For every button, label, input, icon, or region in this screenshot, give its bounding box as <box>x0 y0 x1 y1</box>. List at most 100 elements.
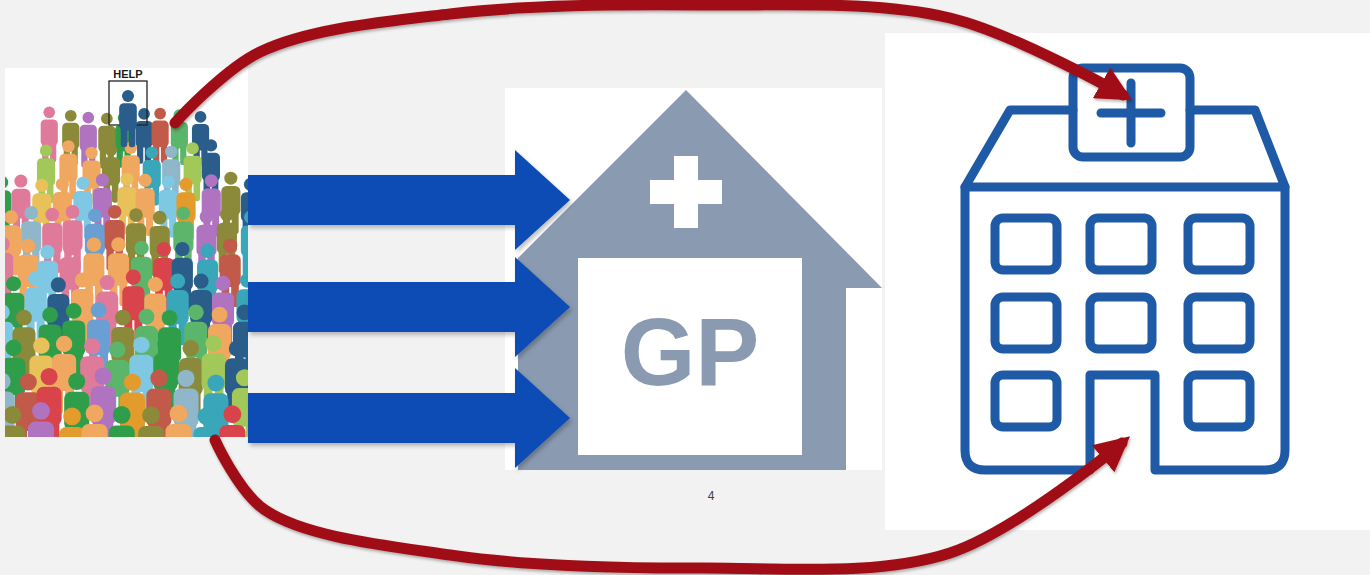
person-head <box>14 175 27 188</box>
person-head <box>200 210 214 224</box>
hospital-building <box>885 33 1370 530</box>
person-head <box>138 108 150 120</box>
gp-surgery: GP <box>505 88 882 470</box>
person-head <box>205 174 218 187</box>
person-figure <box>5 406 26 437</box>
person-head <box>5 176 8 189</box>
person-head <box>5 237 10 251</box>
person-head <box>76 177 89 190</box>
person-head <box>139 309 155 325</box>
person-head <box>120 173 133 186</box>
person-head <box>139 174 152 187</box>
person-body <box>219 425 245 437</box>
person-head <box>5 340 21 356</box>
person-head <box>122 90 134 102</box>
person-head <box>6 276 21 291</box>
person-head <box>65 110 77 122</box>
person-head <box>124 374 141 391</box>
crowd-people <box>5 172 248 437</box>
person-head <box>82 112 94 124</box>
person-head <box>244 210 248 224</box>
person-body <box>165 424 191 437</box>
crowd-illustration <box>5 68 248 437</box>
person-head <box>179 178 192 191</box>
person-head <box>20 373 37 390</box>
window-symbol <box>1188 218 1250 270</box>
person-head <box>129 208 143 222</box>
person-head <box>170 405 188 423</box>
person-head <box>205 139 217 151</box>
person-head <box>56 178 69 191</box>
person-body <box>21 221 41 252</box>
person-head <box>126 270 141 285</box>
person-head <box>85 147 97 159</box>
person-head <box>94 368 111 385</box>
person-head <box>198 407 216 425</box>
person-head <box>40 245 54 259</box>
person-head <box>165 146 177 158</box>
person-figure <box>241 210 248 275</box>
person-body <box>202 353 226 390</box>
person-head <box>63 241 77 255</box>
page-number: 4 <box>696 490 726 502</box>
person-head <box>63 408 81 426</box>
person-head <box>5 373 11 390</box>
person-head <box>148 277 163 292</box>
person-head <box>5 304 10 320</box>
person-body <box>171 122 188 149</box>
person-body <box>82 424 108 437</box>
person-head <box>142 406 160 424</box>
person-head <box>223 238 237 252</box>
person-head <box>174 109 186 121</box>
person-body <box>85 224 105 255</box>
person-head <box>153 211 167 225</box>
person-head <box>244 178 248 191</box>
person-body <box>193 427 219 437</box>
person-head <box>154 108 166 120</box>
cross-symbol <box>1101 83 1161 143</box>
window-symbol <box>995 297 1057 349</box>
person-body <box>138 426 164 437</box>
person-head <box>224 172 237 185</box>
window-symbol <box>995 375 1057 427</box>
person-head <box>188 304 204 320</box>
cross-box <box>1073 68 1190 157</box>
person-head <box>146 146 158 158</box>
hospital-lines <box>965 68 1285 470</box>
window-symbol <box>1188 375 1250 427</box>
person-head <box>5 406 21 424</box>
person-head <box>28 271 43 286</box>
person-body <box>59 154 77 182</box>
person-figure <box>219 405 245 437</box>
person-head <box>177 370 194 387</box>
person-body <box>59 427 85 437</box>
person-head <box>133 337 149 353</box>
help-sign-text: HELP <box>103 69 153 80</box>
person-head <box>186 142 198 154</box>
person-head <box>21 239 35 253</box>
person-head <box>229 340 245 356</box>
person-head <box>195 111 207 123</box>
person-head <box>134 241 148 255</box>
person-head <box>24 206 38 220</box>
person-body <box>41 119 58 146</box>
person-head <box>237 304 248 320</box>
person-head <box>216 276 231 291</box>
window-symbol <box>1090 218 1152 270</box>
person-figure <box>41 107 58 163</box>
person-head <box>207 374 224 391</box>
person-head <box>170 274 185 289</box>
person-head <box>41 368 58 385</box>
person-head <box>157 335 173 351</box>
gp-label: GP <box>578 304 802 400</box>
person-head <box>43 107 55 119</box>
person-head <box>100 275 115 290</box>
person-figure <box>119 90 137 147</box>
person-head <box>45 208 59 222</box>
person-head <box>115 310 131 326</box>
help-person <box>119 90 137 147</box>
person-figure <box>165 405 191 437</box>
building-wall <box>965 187 1285 470</box>
house-outline <box>518 90 882 470</box>
person-head <box>84 338 100 354</box>
